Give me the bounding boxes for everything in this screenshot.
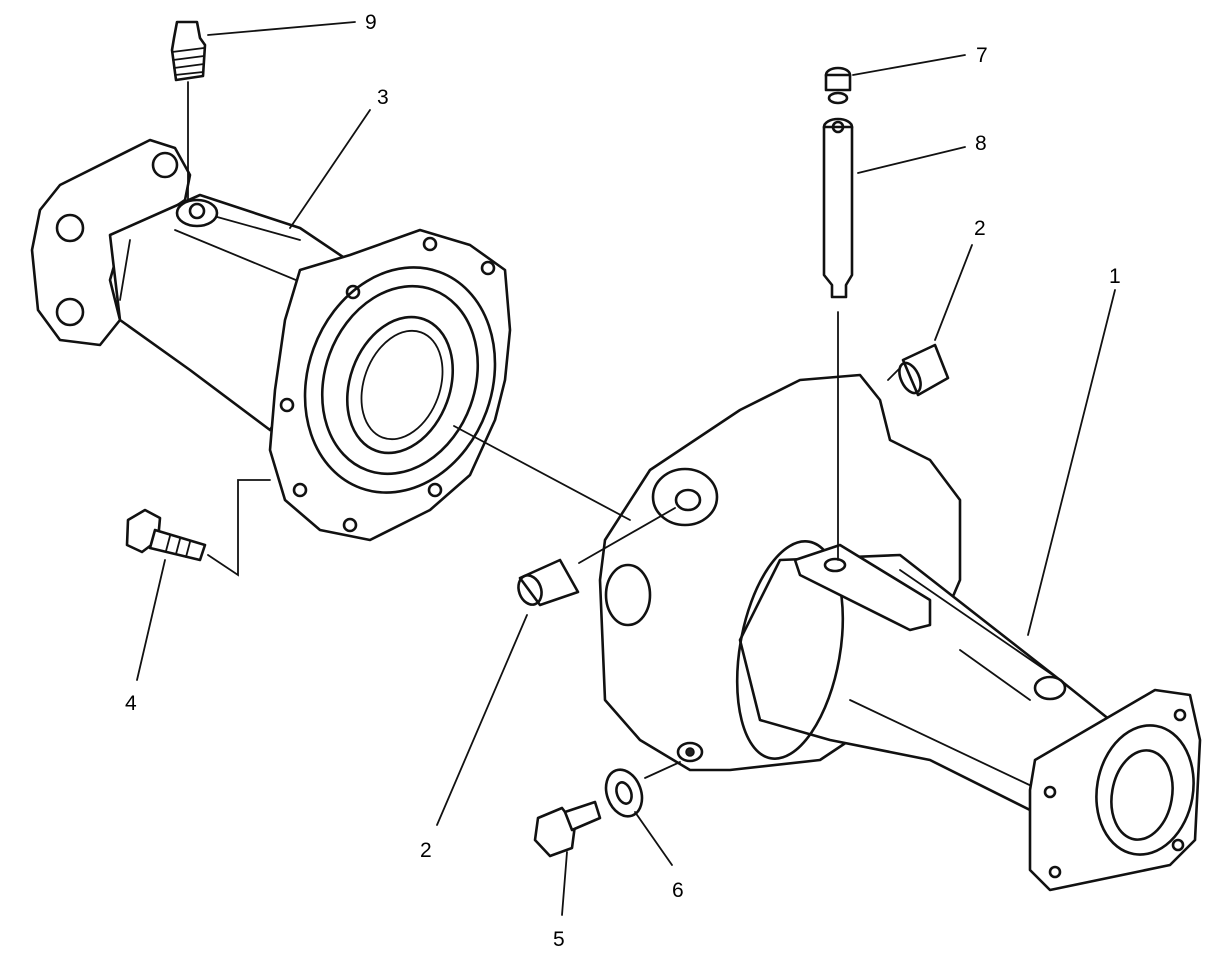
callout-1: 1 [1109,265,1121,288]
shaft-8 [822,117,854,299]
callout-8: 8 [975,132,987,155]
breather-plug-9 [170,20,207,82]
callout-2-upper: 2 [974,217,986,240]
drain-plug-5 [533,800,602,858]
callout-3: 3 [377,86,389,109]
extension-housing-right [598,373,1202,892]
callout-7: 7 [976,44,988,67]
callout-4: 4 [125,692,137,715]
callout-6: 6 [672,879,684,902]
washer-6 [604,768,644,818]
leader-lines [136,21,1116,916]
plug-7 [824,66,852,105]
callout-2-lower: 2 [420,839,432,862]
callout-5: 5 [553,928,565,951]
extension-housing-left [30,138,512,542]
callout-9: 9 [365,11,377,34]
dowel-sleeve-2-upper [898,343,950,397]
bolt-4 [125,508,207,562]
dowel-sleeve-2-lower [517,558,580,607]
